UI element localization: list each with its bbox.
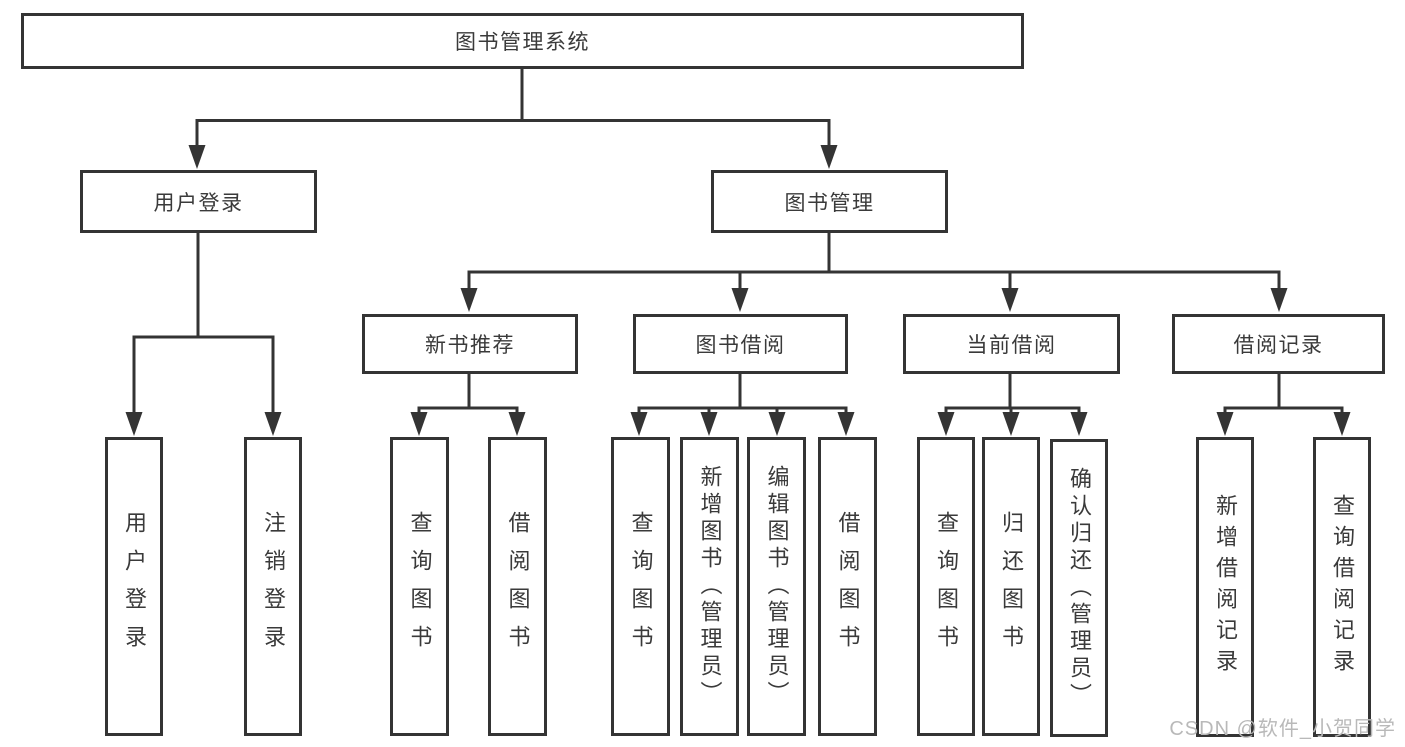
node-new-book-recommend: 新书推荐 bbox=[362, 314, 578, 374]
node-root: 图书管理系统 bbox=[21, 13, 1024, 69]
node-borrow-records: 借阅记录 bbox=[1172, 314, 1385, 374]
leaf-borrow-book-recommend: 借阅图书 bbox=[488, 437, 547, 736]
leaf-return-book: 归还图书 bbox=[982, 437, 1040, 736]
leaf-borrow-book: 借阅图书 bbox=[818, 437, 877, 736]
node-current-borrow: 当前借阅 bbox=[903, 314, 1120, 374]
leaf-add-book-admin: 新增图书（管理员） bbox=[680, 437, 739, 736]
leaf-logout: 注销登录 bbox=[244, 437, 302, 736]
leaf-query-book-borrow: 查询图书 bbox=[611, 437, 670, 736]
leaf-query-borrow-record: 查询借阅记录 bbox=[1313, 437, 1371, 737]
node-book-borrow: 图书借阅 bbox=[633, 314, 848, 374]
leaf-edit-book-admin: 编辑图书（管理员） bbox=[747, 437, 806, 736]
leaf-confirm-return-admin: 确认归还（管理员） bbox=[1050, 439, 1108, 737]
leaf-query-book-recommend: 查询图书 bbox=[390, 437, 449, 736]
leaf-user-login: 用户登录 bbox=[105, 437, 163, 736]
leaf-add-borrow-record: 新增借阅记录 bbox=[1196, 437, 1254, 737]
node-user-login-group: 用户登录 bbox=[80, 170, 317, 233]
arrowheads bbox=[125, 145, 1351, 436]
node-book-management-group: 图书管理 bbox=[711, 170, 948, 233]
leaf-query-book-current: 查询图书 bbox=[917, 437, 975, 736]
csdn-watermark: CSDN @软件_小贺同学 bbox=[1169, 718, 1396, 740]
